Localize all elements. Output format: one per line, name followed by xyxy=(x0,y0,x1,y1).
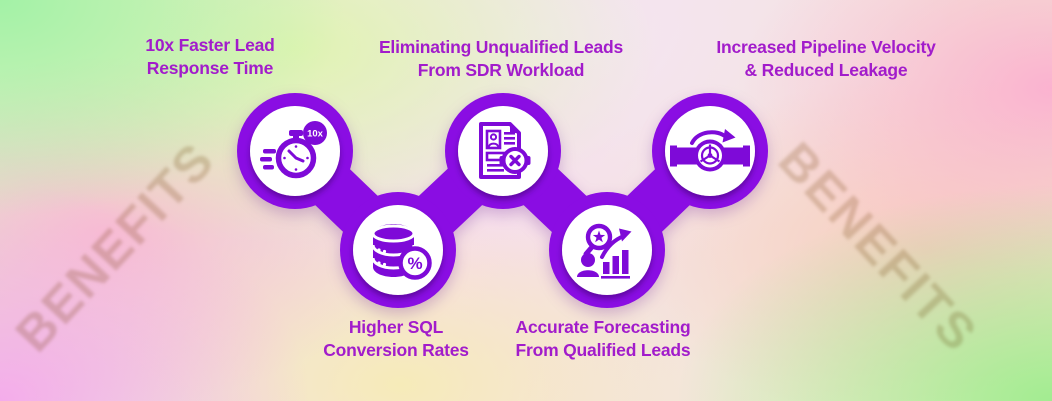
benefit-node-lead-response-time: 10x xyxy=(237,93,353,209)
10x-speech-badge xyxy=(303,121,327,145)
percent-badge xyxy=(398,246,432,280)
label-line-2: & Reduced Leakage xyxy=(744,60,908,80)
label-sql-conversion: Higher SQL Conversion Rates xyxy=(323,316,469,362)
star-search-growth-chart-icon xyxy=(577,223,632,279)
label-line-1: Eliminating Unqualified Leads xyxy=(378,37,624,57)
label-pipeline-velocity: Increased Pipeline Velocity & Reduced Le… xyxy=(716,36,935,82)
x-mark xyxy=(509,154,521,167)
stopwatch-10x-icon: 10x xyxy=(260,121,327,179)
arrow-head xyxy=(722,129,736,143)
rotation-arrow xyxy=(690,130,728,145)
label-line-2: Conversion Rates xyxy=(323,340,469,360)
label-line-2: From Qualified Leads xyxy=(515,340,691,360)
10x-badge-text: 10x xyxy=(307,129,324,140)
pipeline-valve-rotation-icon xyxy=(670,129,750,172)
percent-badge-text: % xyxy=(407,254,422,273)
database-percent-icon: % xyxy=(371,224,432,280)
label-lead-response-time: 10x Faster Lead Response Time xyxy=(145,34,274,80)
rejected-resume-icon xyxy=(479,122,531,179)
label-line-1: Higher SQL xyxy=(348,317,444,337)
arrow-head xyxy=(619,228,632,242)
star-glyph xyxy=(592,230,606,243)
label-line-1: Increased Pipeline Velocity xyxy=(716,37,936,57)
wheel-spokes xyxy=(699,144,721,163)
label-unqualified-leads: Eliminating Unqualified Leads From SDR W… xyxy=(379,36,623,82)
label-line-2: Response Time xyxy=(146,58,274,78)
label-line-1: 10x Faster Lead xyxy=(145,35,275,55)
benefit-node-sql-conversion: % xyxy=(340,192,456,308)
benefit-node-unqualified-leads xyxy=(445,93,561,209)
label-accurate-forecasting: Accurate Forecasting From Qualified Lead… xyxy=(516,316,691,362)
benefit-node-accurate-forecasting xyxy=(549,192,665,308)
label-line-2: From SDR Workload xyxy=(417,60,585,80)
label-line-1: Accurate Forecasting xyxy=(515,317,691,337)
benefit-node-pipeline-velocity xyxy=(652,93,768,209)
